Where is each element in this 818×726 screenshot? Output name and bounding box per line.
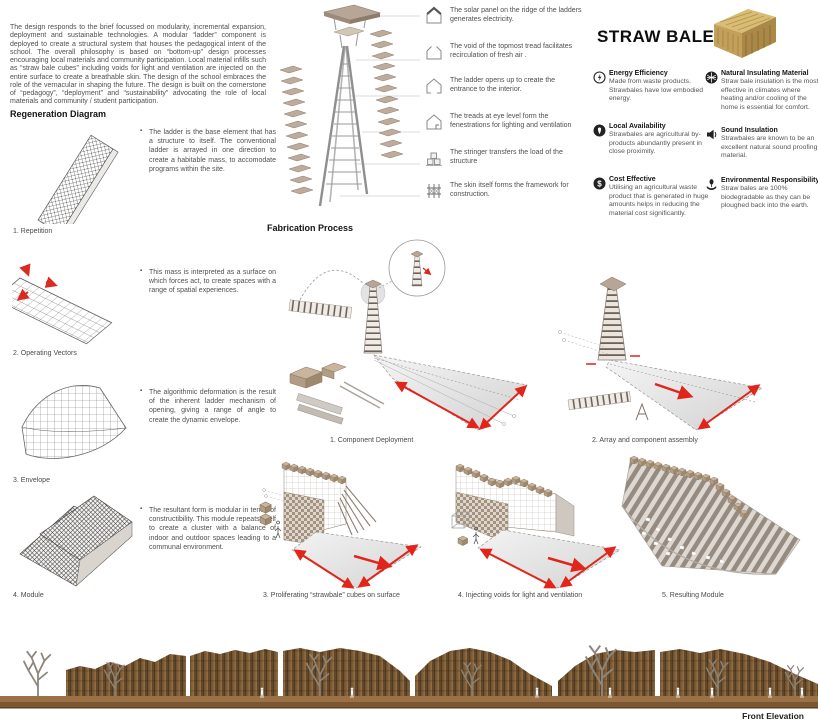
envelope-diagram (21, 385, 127, 459)
solar-roof-icon (426, 6, 442, 24)
fabrication-step2-diagram (558, 276, 763, 431)
fab-step-label-3: 3. Proliferating “strawbale” cubes on su… (263, 592, 400, 599)
feature-text: Utilising an agricultural waste product … (609, 184, 709, 218)
regen-step-label-2: 2. Operating Vectors (13, 350, 77, 357)
globe-icon (705, 71, 718, 84)
svg-text:$: $ (597, 179, 602, 188)
feature-title: Sound Insulation (721, 127, 778, 134)
fabrication-step5-diagram (621, 455, 801, 575)
feature-title: Cost Effective (609, 176, 656, 183)
annotation-text: The treads at eye level form the fenestr… (450, 113, 572, 130)
feature-text: Straw bale insulation is the most effect… (721, 78, 818, 112)
open-ridge-icon (426, 46, 442, 60)
ladder-annotation: The ladder opens up to create the entran… (424, 76, 584, 96)
annotation-text: The void of the topmost tread facilitate… (450, 43, 573, 60)
fab-step-label-4: 4. Injecting voids for light and ventila… (458, 592, 583, 599)
feature-text: Strawbales are agricultural by-products … (609, 131, 702, 156)
annotation-text: The skin itself forms the framework for … (450, 182, 569, 199)
fabrication-heading: Fabrication Process (267, 223, 354, 233)
coin-icon: $ (593, 177, 606, 190)
regen-step-label-1: 1. Repetition (13, 228, 53, 235)
feature-text: Strawbales are known to be an excellent … (721, 135, 818, 160)
feature-environmental-responsibility: Environmental Responsibility Straw bales… (705, 177, 818, 211)
entrance-icon (426, 78, 442, 94)
fab-step-label-5: 5. Resulting Module (662, 592, 724, 599)
ladder-exploded-diagram (279, 4, 420, 207)
feature-energy-efficiency: Energy Efficiency Made from waste produc… (593, 70, 709, 104)
feature-text: Straw bales are 100% biodegradable as th… (721, 185, 811, 210)
module-diagram (19, 495, 133, 587)
fab-step-label-2: 2. Array and component assembly (592, 437, 698, 444)
regen-step-label-4: 4. Module (13, 592, 44, 599)
annotation-text: The stringer transfers the load of the s… (450, 149, 563, 166)
speaker-icon (707, 129, 717, 140)
fabrication-step3-diagram (259, 461, 422, 589)
ladder-annotation: The void of the topmost tread facilitate… (424, 42, 584, 62)
feature-natural-insulating: Natural Insulating Material Straw bale i… (705, 70, 818, 113)
regen-note-3: The algorithmic deformation is the resul… (140, 388, 276, 425)
fab-step-label-1: 1. Component Deployment (330, 437, 414, 444)
feature-sound-insulation: Sound Insulation Strawbales are known to… (705, 127, 818, 161)
lightning-icon (593, 71, 606, 84)
front-elevation-render (0, 644, 818, 709)
repetition-diagram (37, 134, 119, 224)
straw-bale-photo (714, 9, 776, 58)
ladder-annotation: The stringer transfers the load of the s… (424, 148, 584, 168)
regen-note-2: This mass is interpreted as a surface on… (140, 268, 276, 296)
regen-note-1: The ladder is the base element that has … (140, 128, 276, 174)
operating-vectors-diagram (12, 263, 113, 345)
regen-step-label-3: 3. Envelope (13, 477, 50, 484)
front-elevation-label: Front Elevation (742, 711, 804, 721)
regen-note-4: The resultant form is modular in terms o… (140, 506, 276, 552)
feature-title: Local Availability (609, 123, 666, 130)
fenestration-icon (426, 114, 442, 130)
stringer-blocks-icon (426, 152, 442, 166)
fabrication-step4-diagram (451, 463, 621, 589)
hands-leaf-icon (706, 179, 717, 190)
feature-title: Energy Efficiency (609, 70, 668, 77)
annotation-text: The ladder opens up to create the entran… (450, 77, 556, 94)
ladder-annotation: The treads at eye level form the fenestr… (424, 112, 584, 132)
regeneration-heading: Regeneration Diagram (10, 109, 107, 119)
framework-icon (427, 184, 441, 198)
feature-title: Environmental Responsibility (721, 177, 818, 184)
feature-local-availability: Local Availability Strawbales are agricu… (593, 123, 709, 157)
location-icon (593, 124, 606, 137)
annotation-text: The solar panel on the ridge of the ladd… (450, 7, 582, 24)
feature-title: Natural Insulating Material (721, 70, 809, 77)
fabrication-step1-diagram (288, 239, 528, 431)
feature-cost-effective: $ Cost Effective Utilising an agricultur… (593, 176, 709, 219)
ladder-annotation: The solar panel on the ridge of the ladd… (424, 6, 584, 26)
ladder-annotation: The skin itself forms the framework for … (424, 181, 584, 201)
strawbale-title: STRAW BALE (597, 27, 715, 46)
feature-text: Made from waste products. Strawbales hav… (609, 78, 704, 103)
intro-paragraph: The design responds to the brief focusse… (10, 24, 267, 106)
